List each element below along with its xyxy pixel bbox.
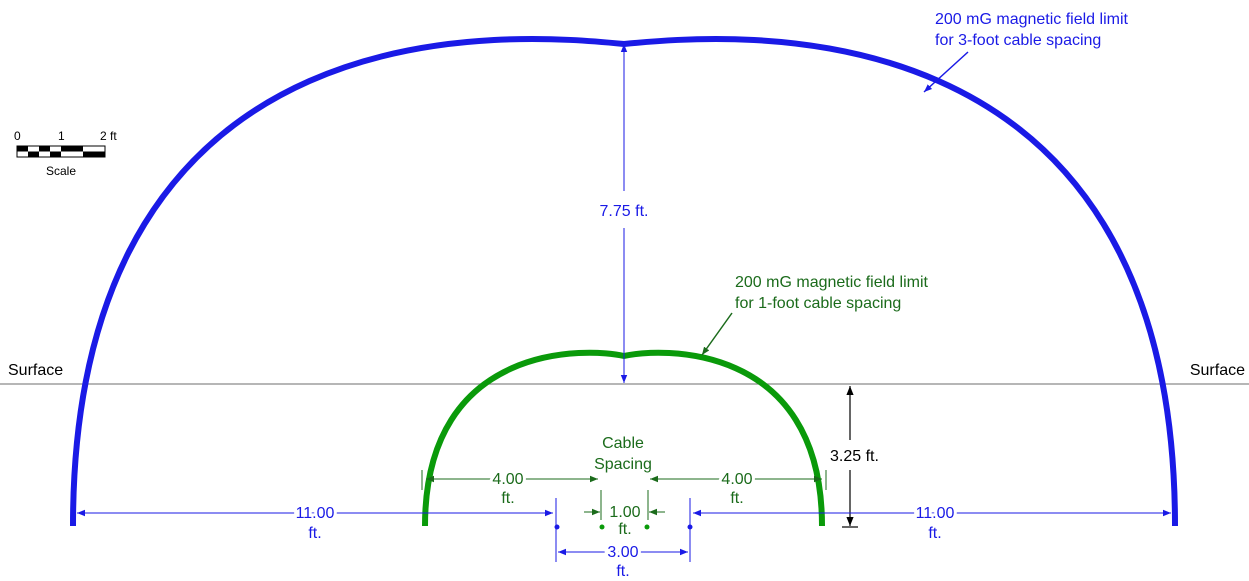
inner-field-leader-arrow <box>701 312 733 356</box>
scale-tick-0: 0 <box>14 129 21 143</box>
inner-width-left-value: 4.00 <box>492 471 523 488</box>
cable-conductor-inner-right <box>644 524 650 530</box>
scale-bar: 0 1 2 ft Scale <box>14 129 117 178</box>
cable-conductor-inner-left <box>599 524 605 530</box>
inner-field-label-line2: for 1-foot cable spacing <box>735 295 901 312</box>
inner-width-left-unit: ft. <box>501 490 514 507</box>
surface-label-right: Surface <box>1190 362 1245 379</box>
height-label: 7.75 ft. <box>600 203 649 220</box>
outer-field-leader-arrow <box>923 51 969 93</box>
inner-field-label-line1: 200 mG magnetic field limit <box>735 274 929 291</box>
cable-conductor-outer-left <box>554 524 560 530</box>
cable-inner-unit: ft. <box>618 521 631 538</box>
outer-field-label-line2: for 3-foot cable spacing <box>935 32 1101 49</box>
scale-caption: Scale <box>46 164 76 178</box>
surface-label-left: Surface <box>8 362 63 379</box>
outer-width-left-unit: ft. <box>308 525 321 542</box>
scale-tick-1: 1 <box>58 129 65 143</box>
depth-label: 3.25 ft. <box>830 448 879 465</box>
inner-width-right-value: 4.00 <box>721 471 752 488</box>
outer-width-right-value: 11.00 <box>916 505 955 522</box>
cable-inner-value: 1.00 <box>609 504 640 521</box>
scale-tick-2: 2 ft <box>100 129 117 143</box>
outer-field-label-line1: 200 mG magnetic field limit <box>935 11 1129 28</box>
outer-width-right-unit: ft. <box>928 525 941 542</box>
cable-spacing-title-line1: Cable <box>602 435 644 452</box>
inner-width-right-unit: ft. <box>730 490 743 507</box>
cable-outer-value: 3.00 <box>607 544 638 561</box>
cable-outer-unit: ft. <box>616 563 629 580</box>
outer-width-left-value: 11.00 <box>296 505 335 522</box>
cable-conductor-outer-right <box>687 524 693 530</box>
cable-spacing-title-line2: Spacing <box>594 456 652 473</box>
